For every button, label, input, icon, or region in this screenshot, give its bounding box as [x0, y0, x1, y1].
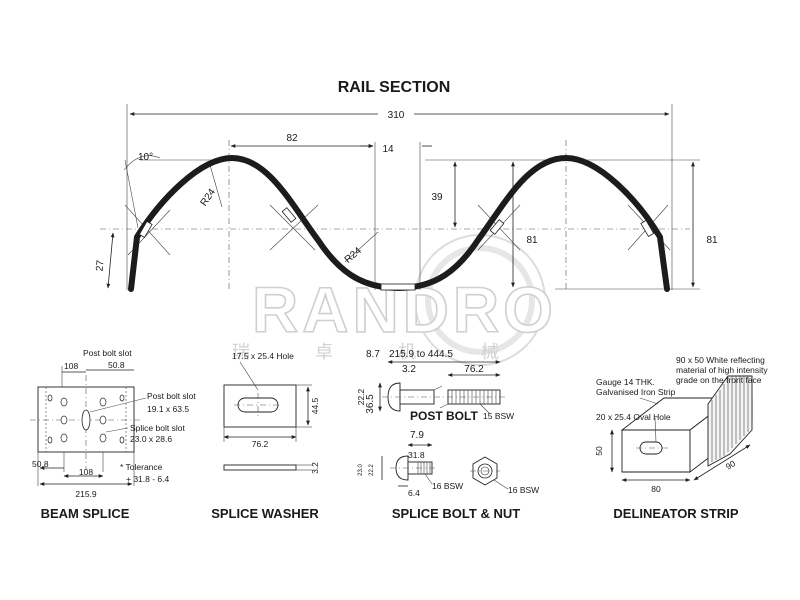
watermark-chinese: 瑞 卓 机 械 — [232, 342, 529, 362]
post-bolt-thread-label: 15 BSW — [483, 411, 514, 421]
splice-nut-thread-label: 16 BSW — [508, 485, 539, 495]
post-bolt-label: POST BOLT — [410, 409, 478, 423]
washer-dim-thickness: 3.2 — [310, 462, 320, 474]
page-title: RAIL SECTION — [338, 79, 451, 96]
delineator-gauge-line1: Gauge 14 THK. — [596, 377, 655, 387]
splice-washer: 17.5 x 25.4 Hole 76.2 44.5 3.2 SPLICE WA… — [211, 351, 320, 521]
beam-dim-215-9: 215.9 — [75, 489, 97, 499]
post-bolt-length-range: 215.9 to 444.5 — [389, 349, 453, 360]
delineator-strip-caption: DELINEATOR STRIP — [613, 506, 739, 521]
beam-dim-108-bottom: 108 — [79, 467, 93, 477]
delineator-hole-label: 20 x 25.4 Oval Hole — [596, 412, 671, 422]
delineator-material-line3: grade on the front face — [676, 375, 762, 385]
post-bolt-dim-22-2: 22.2 — [356, 388, 366, 405]
delineator-dim-50: 50 — [594, 446, 604, 456]
dim-radius-center: R24 — [343, 245, 364, 266]
splice-bolt-nut-caption: SPLICE BOLT & NUT — [392, 506, 520, 521]
splice-bolt-small-a: 22.2 — [369, 464, 375, 476]
splice-bolt-holes — [47, 394, 125, 444]
beam-post-bolt-slot-label: Post bolt slot — [147, 391, 196, 401]
delineator-hatch — [711, 376, 749, 462]
dim-center-gap: 14 — [382, 144, 394, 155]
dim-81-outer: 81 — [706, 235, 718, 246]
dim-radius-left: R24 — [199, 187, 219, 209]
dim-39: 39 — [431, 192, 443, 203]
delineator-gauge-line2: Galvanised Iron Strip — [596, 387, 676, 397]
post-bolt-slot — [81, 409, 91, 431]
beam-post-bolt-slot-size: 19.1 x 63.5 — [147, 404, 189, 414]
watermark: RANDRO 瑞 卓 机 械 — [232, 234, 554, 366]
post-bolt-dim-36-5: 36.5 — [365, 394, 376, 414]
rail-slots — [138, 207, 655, 291]
washer-dim-height: 44.5 — [310, 397, 320, 414]
splice-bolt-dim-6-4: 6.4 — [408, 488, 420, 498]
washer-hole-label: 17.5 x 25.4 Hole — [232, 351, 294, 361]
post-bolt: 8.7 215.9 to 444.5 3.2 76.2 36.5 22.2 PO… — [356, 349, 514, 423]
beam-splice-bolt-slot-label: Splice bolt slot — [130, 423, 185, 433]
delineator-dim-80: 80 — [651, 484, 661, 494]
splice-bolt-dim-31-8: 31.8 — [408, 450, 425, 460]
washer-dim-width: 76.2 — [252, 439, 269, 449]
post-bolt-dim-76-2: 76.2 — [464, 364, 484, 375]
beam-dim-50-8-top: 50.8 — [108, 360, 125, 370]
dim-81-inner: 81 — [526, 235, 538, 246]
washer-side-view — [223, 464, 297, 471]
post-bolt-dim-3-2: 3.2 — [402, 364, 416, 375]
post-bolt-dim-8-7: 8.7 — [366, 349, 380, 360]
rail-section: 310 82 14 39 81 81 27 10° — [95, 104, 718, 292]
beam-tolerance-label: * Tolerance — [120, 462, 163, 472]
splice-bolt-nut: 7.9 31.8 16 BSW 6.4 22.2 23.0 16 BSW SPL… — [358, 430, 539, 521]
splice-washer-caption: SPLICE WASHER — [211, 506, 319, 521]
dim-27: 27 — [95, 259, 107, 271]
splice-bolt-small-b: 23.0 — [358, 464, 364, 476]
beam-post-bolt-slot-top: Post bolt slot — [83, 348, 132, 358]
delineator-material-line2: material of high intensity — [676, 365, 768, 375]
delineator-reflective-face — [707, 375, 753, 467]
dim-crown-offset: 82 — [286, 133, 298, 144]
splice-bolt-thread-label: 16 BSW — [432, 481, 463, 491]
rail-profile — [128, 155, 670, 292]
delineator-material-line1: 90 x 50 White reflecting — [676, 355, 765, 365]
beam-splice-bolt-slot-size: 23.0 x 28.6 — [130, 434, 172, 444]
section-crosshairs — [124, 204, 671, 256]
beam-dim-108-top: 108 — [64, 361, 78, 371]
beam-dim-50-8-bottom: 50.8 — [32, 459, 49, 469]
beam-tolerance-value: + 31.8 - 6.4 — [126, 474, 170, 484]
dim-angle: 10° — [138, 152, 153, 163]
beam-splice-caption: BEAM SPLICE — [41, 506, 130, 521]
beam-splice: Post bolt slot 108 50.8 Post bolt slot 1… — [30, 348, 196, 521]
dim-overall-width: 310 — [388, 110, 405, 121]
delineator-strip: 90 x 50 White reflecting material of hig… — [594, 355, 768, 521]
splice-bolt-dim-7-9: 7.9 — [410, 430, 424, 441]
